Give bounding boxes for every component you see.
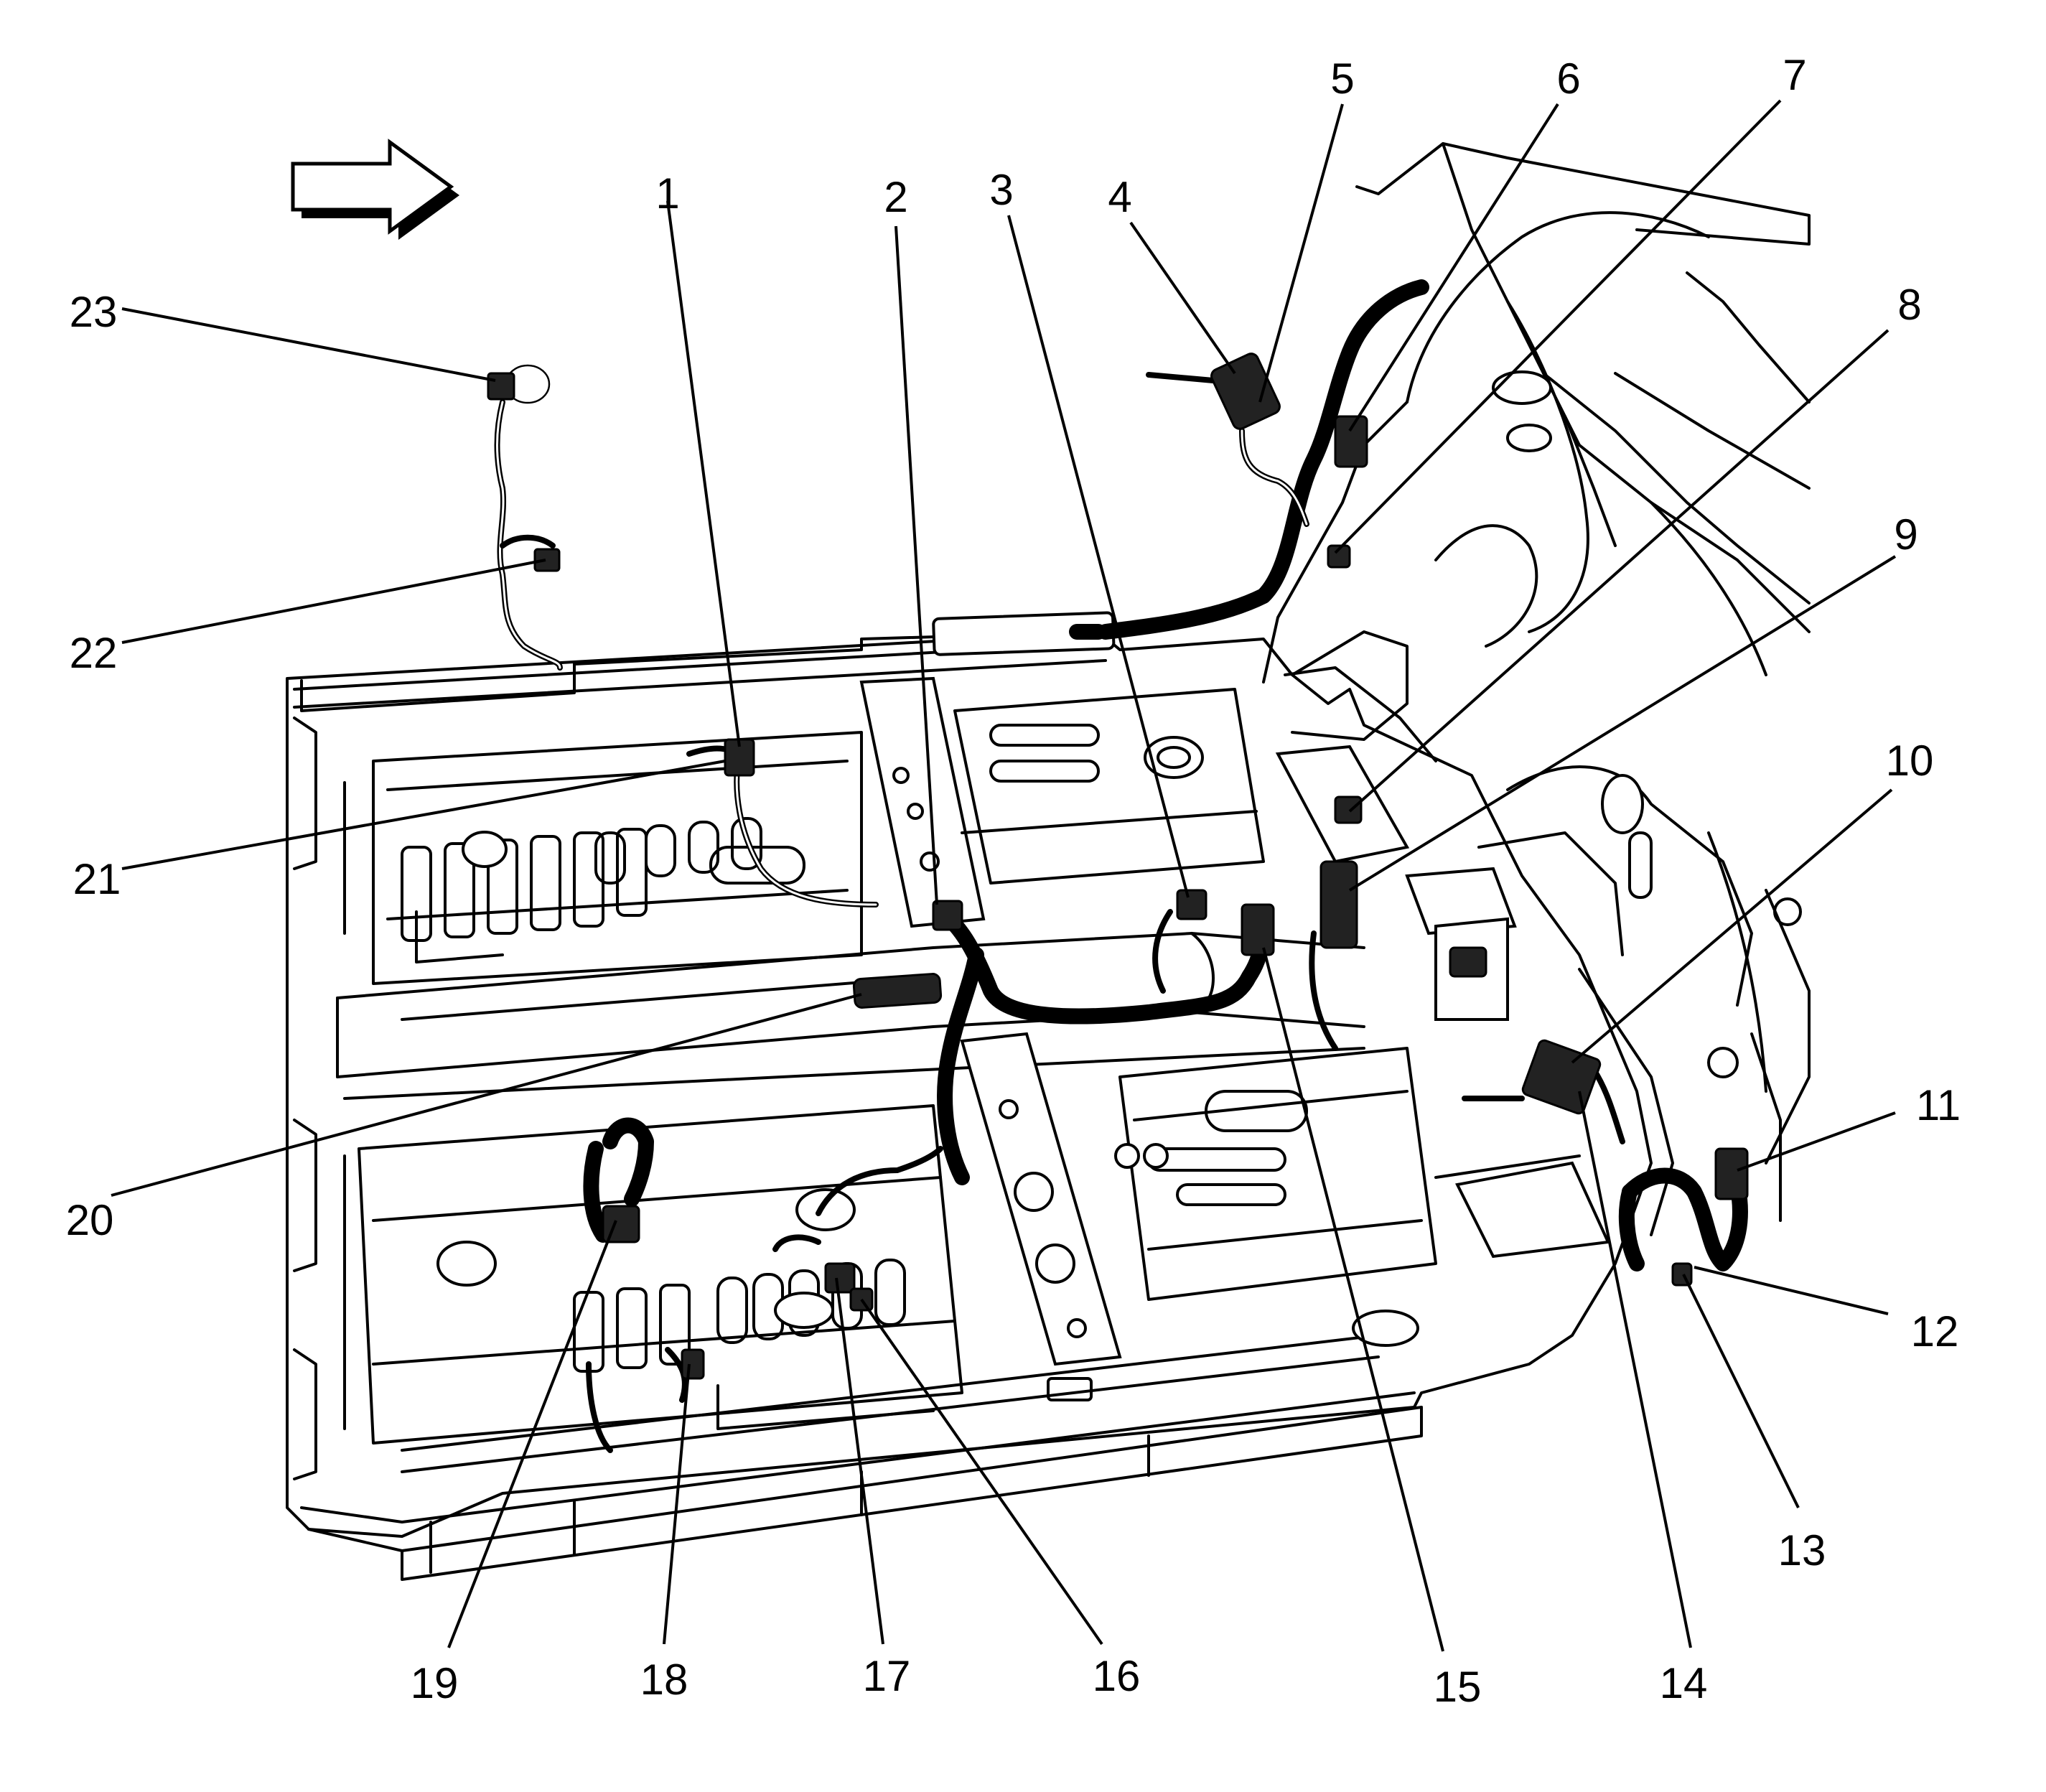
connector-11: [1714, 1147, 1749, 1200]
connector-2: [932, 900, 963, 931]
callout-9: 9: [1894, 510, 1917, 559]
connector-3: [1176, 889, 1207, 920]
callout-22: 22: [70, 629, 118, 677]
connector-8: [1334, 795, 1363, 824]
callout-15: 15: [1434, 1663, 1482, 1711]
callout-18: 18: [640, 1656, 688, 1704]
callout-10: 10: [1886, 737, 1934, 785]
callout-2: 2: [884, 173, 907, 221]
floor-ribs-rear: [401, 817, 805, 942]
callout-11: 11: [1916, 1081, 1961, 1129]
callout-13: 13: [1778, 1526, 1826, 1574]
connector-4: [1210, 353, 1281, 430]
callout-6: 6: [1556, 55, 1580, 103]
callout-20: 20: [66, 1196, 114, 1244]
callout-7: 7: [1783, 51, 1806, 99]
connector-9: [1319, 860, 1358, 949]
leader-lines: [111, 99, 1897, 1652]
callout-14: 14: [1660, 1659, 1708, 1707]
connector-20: [852, 973, 943, 1009]
callout-16: 16: [1093, 1652, 1141, 1700]
connector-23: [487, 372, 515, 401]
front-direction-arrow-icon: [291, 139, 459, 240]
callout-labels: 1 2 3 4 5 6 7 8 9 10 11 12 13 14 15 16 1…: [66, 51, 1961, 1711]
callout-4: 4: [1108, 173, 1131, 221]
callout-21: 21: [73, 855, 121, 903]
connector-7: [1327, 544, 1351, 569]
callout-3: 3: [989, 166, 1013, 214]
callout-8: 8: [1897, 281, 1921, 329]
callout-23: 23: [70, 288, 118, 336]
connector-18: [681, 1348, 705, 1380]
callout-19: 19: [411, 1659, 459, 1707]
connector-6: [1334, 415, 1368, 468]
connector-17: [824, 1262, 856, 1294]
callout-17: 17: [863, 1652, 911, 1700]
callout-12: 12: [1911, 1307, 1959, 1355]
connector-22: [533, 548, 561, 572]
connector-10: [1521, 1039, 1602, 1115]
callout-5: 5: [1330, 55, 1354, 103]
floor-pan-body: [286, 142, 1811, 1581]
wiring-harness: [494, 279, 1748, 1453]
connector-15: [1241, 903, 1275, 956]
callout-1: 1: [655, 169, 679, 218]
